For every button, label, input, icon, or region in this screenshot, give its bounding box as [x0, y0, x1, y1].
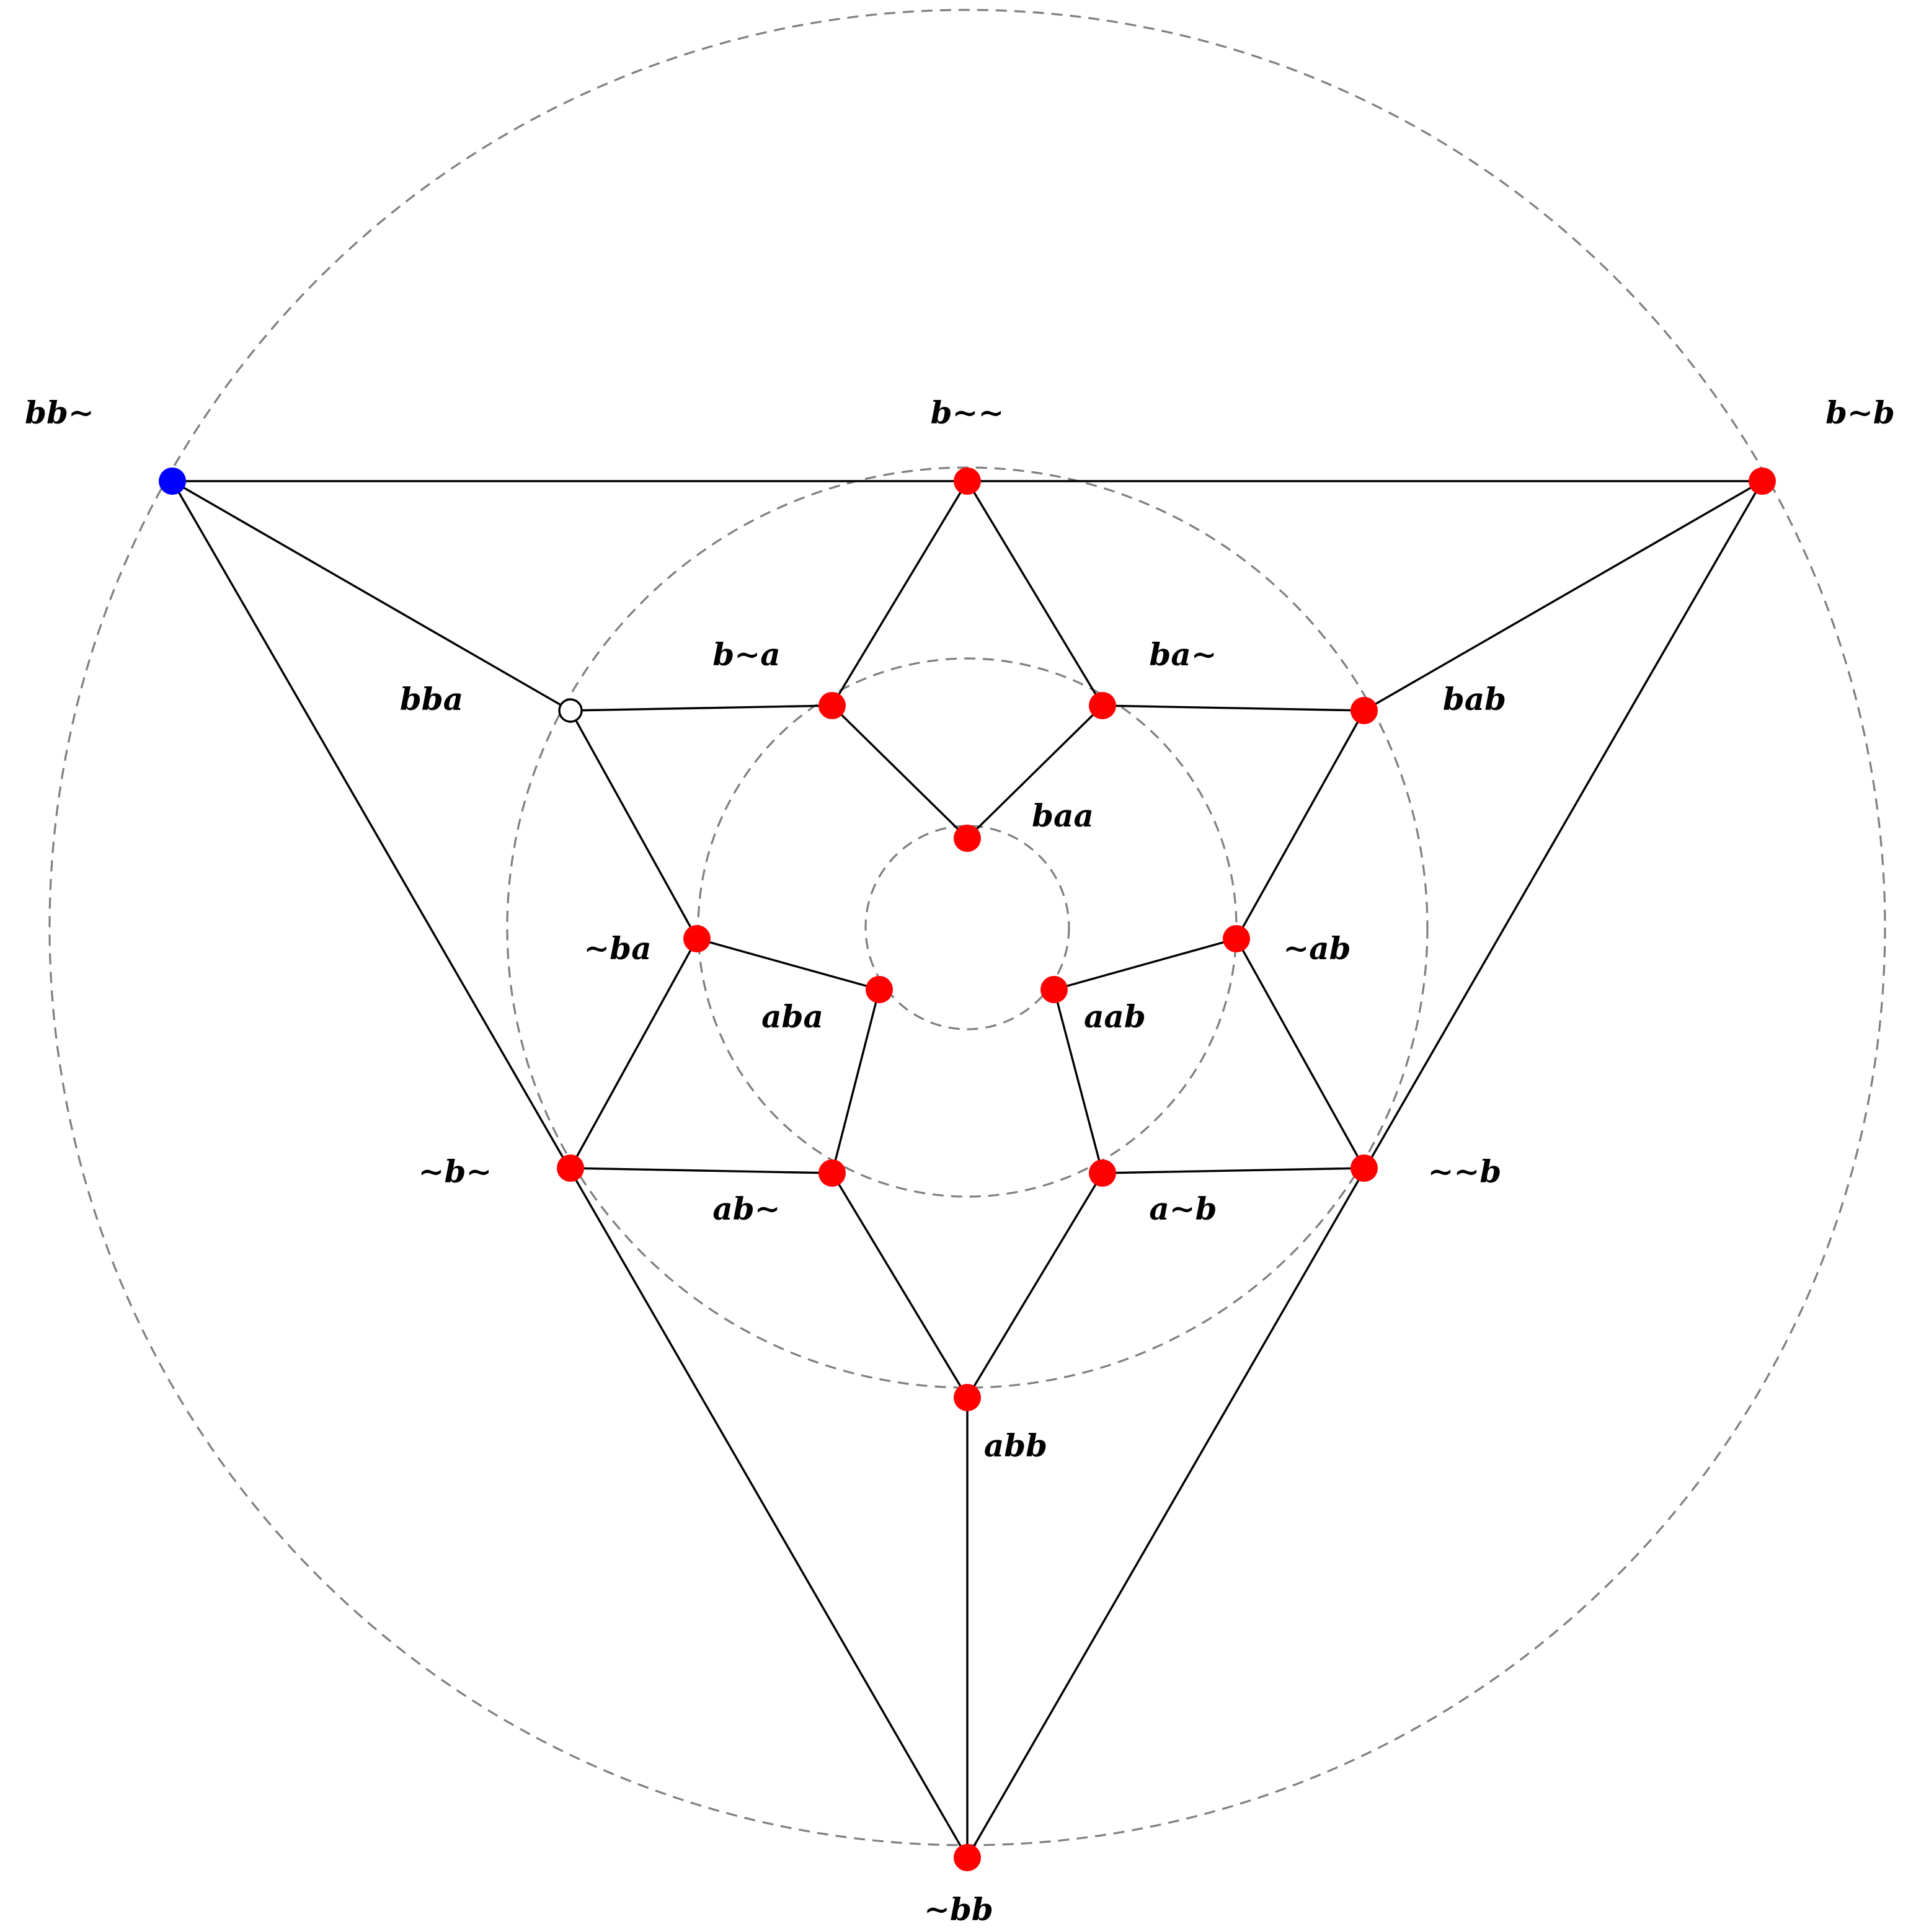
node-label-bba: bba [400, 681, 463, 717]
edge-bbt-bba [172, 480, 571, 712]
node-label-tba: ∼ba [583, 930, 651, 967]
node-bab [1351, 697, 1378, 724]
node-label-aab: aab [1084, 998, 1146, 1035]
edge-btt-bat [966, 481, 1104, 706]
edge-tba-aba [696, 937, 880, 991]
edge-bba-bta [570, 704, 833, 712]
edge-atb-ttb [1102, 1167, 1365, 1174]
node-label-aba: aba [761, 998, 823, 1035]
node-label-bta: b∼a [712, 636, 780, 673]
ring-inner [864, 825, 1070, 1030]
node-tba [683, 925, 711, 952]
edge-aab-atb [1053, 989, 1104, 1174]
node-label-bbt: bb∼ [25, 394, 94, 431]
node-tbt [557, 1154, 584, 1182]
node-label-ttb: ∼∼b [1428, 1153, 1502, 1190]
node-label-baa: baa [1032, 797, 1094, 834]
node-aab [1040, 976, 1068, 1003]
node-atb [1089, 1159, 1116, 1187]
node-tbb [954, 1844, 981, 1871]
node-abb [954, 1384, 981, 1411]
node-labels: bb∼ b∼∼ b∼b bba b∼a ba∼ bab baa ∼ba ∼ab aba aab ∼b∼ a… [25, 394, 1895, 1928]
node-ttb [1351, 1154, 1378, 1182]
edge-bab-tab [1235, 710, 1365, 939]
node-btt [954, 467, 981, 495]
node-label-abt: ab∼ [712, 1190, 780, 1227]
node-label-btt: b∼∼ [931, 394, 1005, 431]
edge-bta-baa [831, 704, 969, 840]
edge-bat-bab [1102, 704, 1365, 712]
ring-second [506, 466, 1429, 1389]
edge-tbt-abt [570, 1167, 833, 1174]
edge-atb-abb [966, 1172, 1104, 1398]
node-label-atb: a∼b [1149, 1190, 1217, 1227]
edge-bba-tba [569, 710, 698, 939]
edge-tab-ttb [1235, 938, 1365, 1169]
node-btb [1749, 467, 1776, 495]
graph-nodes [159, 467, 1776, 1871]
node-bbt [159, 467, 186, 495]
node-bba [558, 698, 583, 723]
node-label-bab: bab [1443, 681, 1506, 717]
node-baa [954, 825, 981, 852]
node-label-btb: b∼b [1825, 394, 1895, 431]
ring-third [697, 657, 1238, 1198]
edge-abt-abb [831, 1172, 969, 1398]
edge-tba-tbt [569, 938, 698, 1169]
node-abt [818, 1159, 846, 1187]
edge-btt-bta [831, 481, 969, 706]
node-label-bat: ba∼ [1149, 636, 1217, 673]
edge-bat-baa [966, 704, 1104, 840]
edge-tab-aab [1053, 937, 1237, 991]
edge-btb-bab [1364, 480, 1763, 712]
node-label-tbb: ∼bb [924, 1891, 993, 1928]
node-label-tab: ∼ab [1283, 930, 1351, 967]
node-label-abb: abb [984, 1427, 1047, 1464]
node-label-tbt: ∼b∼ [419, 1153, 492, 1190]
node-bta [818, 692, 846, 719]
node-aba [866, 976, 893, 1003]
node-bat [1089, 692, 1116, 719]
node-tab [1223, 925, 1250, 952]
edge-aba-abt [831, 989, 880, 1174]
